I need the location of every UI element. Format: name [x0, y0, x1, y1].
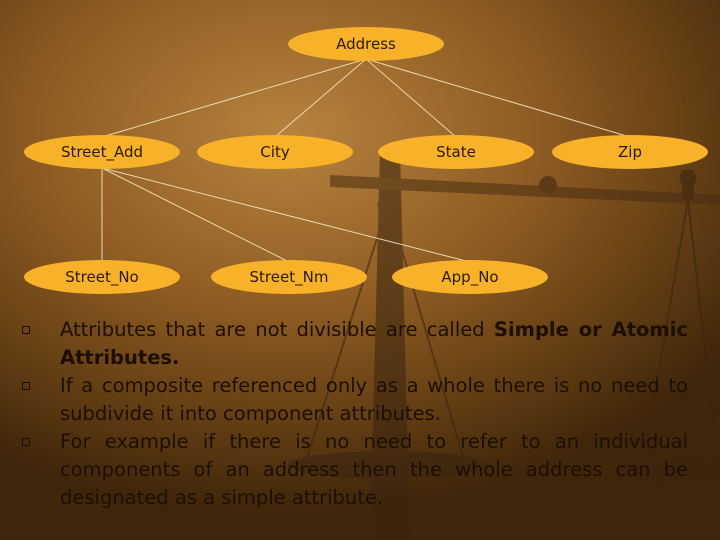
- bullet-item: Attributes that are not divisible are ca…: [0, 316, 688, 372]
- bullet-bold-text: Simple or Atomic Attributes.: [60, 318, 688, 369]
- square-bullet-icon: [22, 326, 30, 334]
- node-street-no: Street_No: [24, 260, 180, 294]
- node-label: App_No: [441, 268, 498, 287]
- bullet-item: For example if there is no need to refer…: [0, 428, 688, 512]
- bullet-text: Attributes that are not divisible are ca…: [60, 318, 494, 341]
- node-label: City: [260, 143, 290, 161]
- bullet-list: Attributes that are not divisible are ca…: [0, 316, 720, 512]
- node-label: State: [436, 143, 476, 161]
- node-street-add: Street_Add: [24, 135, 180, 169]
- node-label: Street_Add: [61, 143, 143, 162]
- bullet-text: For example if there is no need to refer…: [60, 430, 688, 509]
- node-street-nm: Street_Nm: [211, 260, 367, 294]
- square-bullet-icon: [22, 438, 30, 446]
- connector-lines: [101, 58, 631, 263]
- node-app-no: App_No: [392, 260, 548, 294]
- node-label: Street_No: [65, 268, 138, 287]
- node-state: State: [378, 135, 534, 169]
- node-zip: Zip: [552, 135, 708, 169]
- node-address: Address: [288, 27, 444, 61]
- node-label: Zip: [618, 143, 642, 161]
- bullet-text: If a composite referenced only as a whol…: [60, 374, 688, 425]
- node-label: Street_Nm: [250, 268, 329, 287]
- attribute-diagram: Address Street_Add City State Zip Street…: [24, 27, 708, 294]
- square-bullet-icon: [22, 382, 30, 390]
- node-city: City: [197, 135, 353, 169]
- bullet-item: If a composite referenced only as a whol…: [0, 372, 688, 428]
- node-label: Address: [336, 35, 396, 53]
